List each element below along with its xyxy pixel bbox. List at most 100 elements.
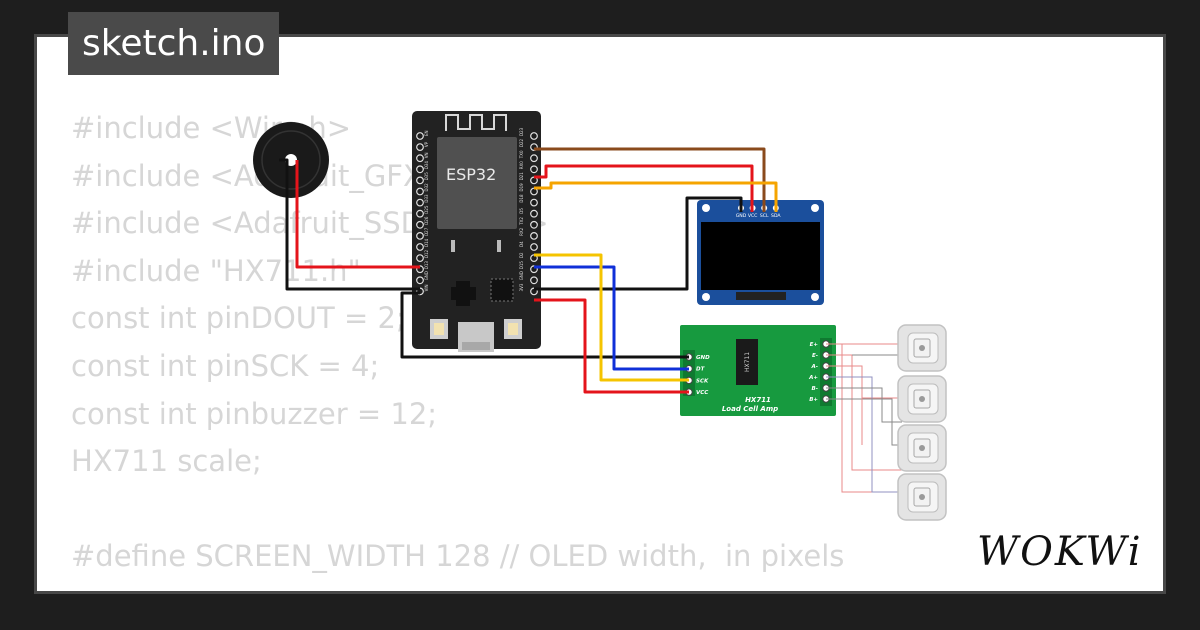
hx711-pin-label: A-	[810, 364, 818, 370]
hx711-pin-label: GND	[696, 355, 710, 361]
oled-pin-label: SDA	[771, 213, 781, 219]
esp32-pin-label: VP	[424, 141, 429, 147]
esp32-board[interactable]: ESP32 ENVPVND34D35D32D33D25D26D27D14D12D…	[412, 111, 541, 352]
code-line: #define SCREEN_HEIGHT 64 // OLED height,…	[71, 581, 844, 591]
esp32-pin-label: EN	[424, 130, 429, 136]
esp32-pin-label: D25	[424, 205, 429, 214]
esp32-pin-label: D14	[424, 238, 429, 247]
esp32-pin[interactable]	[530, 165, 538, 174]
load-cell[interactable]	[897, 324, 947, 372]
esp32-pin-label: D21	[519, 172, 524, 181]
load-cell[interactable]	[897, 424, 947, 472]
wires	[279, 147, 778, 394]
esp32-pin-label: D23	[519, 127, 524, 136]
wire-oled-sda	[534, 181, 778, 212]
esp32-pin[interactable]	[530, 209, 538, 218]
buzzer[interactable]	[253, 122, 329, 198]
esp32-pin[interactable]	[416, 165, 424, 174]
esp32-pin[interactable]	[530, 154, 538, 163]
hx711-left-header	[683, 350, 695, 396]
esp32-pin[interactable]	[530, 231, 538, 240]
code-line: #define SCREEN_WIDTH 128 // OLED width, …	[71, 539, 845, 574]
code-line: #include "HX711.h"	[71, 253, 361, 288]
preview-card: #include <Wire.h>#include <Adafruit_GFX.…	[34, 34, 1166, 594]
esp32-pin[interactable]	[416, 176, 424, 185]
esp32-pin[interactable]	[416, 220, 424, 229]
esp32-pin-label: D15	[519, 261, 524, 270]
esp32-pin-label: TX2	[519, 217, 524, 226]
hx711-board[interactable]: HX711 HX711 Load Cell Amp GND DT SCK VCC E+…	[680, 325, 836, 416]
hx711-pin-label: B+	[809, 397, 818, 403]
hx711-board-sublabel: Load Cell Amp	[722, 405, 778, 413]
wire-hx-gnd	[400, 291, 689, 359]
esp32-pin-label: D35	[424, 172, 429, 181]
code-line: const int pinbuzzer = 12;	[71, 396, 438, 431]
hx711-board-label: HX711	[745, 396, 771, 404]
hx711-pin-label: VCC	[696, 390, 708, 396]
esp32-pin[interactable]	[416, 187, 424, 196]
esp32-pin[interactable]	[530, 243, 538, 251]
load-cell[interactable]	[897, 375, 947, 423]
oled-pin-label: GND	[736, 213, 747, 219]
esp32-pin-label: VN	[424, 152, 429, 158]
esp32-pin-label: D13	[424, 261, 429, 270]
wire-hx-sck	[534, 253, 689, 382]
esp32-pin-label: D22	[519, 138, 524, 147]
wire-hx-vcc	[534, 298, 689, 394]
esp32-pin[interactable]	[530, 198, 538, 207]
esp32-pin[interactable]	[530, 220, 538, 229]
esp32-pin-label: D32	[424, 183, 429, 192]
wire-oled-gnd	[534, 196, 743, 291]
esp32-pin[interactable]	[530, 276, 538, 285]
hx711-pin-label: SCK	[696, 378, 709, 384]
hx711-pin-label: E+	[810, 342, 819, 348]
code-line: const int pinDOUT = 2;	[71, 301, 406, 336]
file-tab[interactable]: sketch.ino	[68, 12, 280, 75]
esp32-pin-label: GND	[519, 271, 524, 280]
esp32-pin[interactable]	[530, 132, 538, 140]
hx711-pin-label: E-	[812, 353, 818, 359]
wire-oled-vcc	[534, 164, 754, 212]
hx711-pin-label: B-	[812, 386, 818, 392]
hx711-pin-label: A+	[808, 375, 818, 381]
esp32-pin[interactable]	[416, 231, 424, 240]
esp32-pin[interactable]	[416, 198, 424, 207]
load-cell-leads	[826, 343, 902, 493]
wire-buzzer-signal	[295, 160, 420, 269]
esp32-pin-label: D12	[424, 249, 429, 258]
oled-pin-label: VCC	[748, 213, 758, 219]
oled-pin-label: SCL	[760, 213, 769, 219]
esp32-pin[interactable]	[416, 276, 424, 285]
wire-buzzer-gnd	[279, 158, 420, 291]
esp32-pin-label: TX0	[519, 150, 524, 159]
esp32-pin[interactable]	[416, 243, 424, 251]
esp32-pin-label: D34	[424, 161, 429, 170]
esp32-pin-label: D2	[519, 252, 524, 258]
wokwi-logo: WOKWi	[977, 529, 1143, 575]
esp32-pin-label: RX0	[519, 161, 524, 170]
hx711-chip-label: HX711	[744, 352, 751, 372]
code-line: HX711 scale;	[71, 444, 262, 479]
esp32-pin[interactable]	[416, 154, 424, 163]
code-line: const int pinSCK = 4;	[71, 348, 380, 383]
wire-oled-scl	[534, 147, 766, 212]
esp32-pin[interactable]	[416, 254, 424, 263]
esp32-pin-label: D19	[519, 183, 524, 192]
esp32-pin-label: D4	[519, 241, 524, 247]
esp32-pin[interactable]	[416, 209, 424, 218]
esp32-pin[interactable]	[416, 132, 424, 140]
hx711-pin-label: DT	[696, 367, 706, 373]
esp32-pin-label: RX2	[519, 227, 524, 236]
load-cell[interactable]	[897, 473, 947, 521]
esp32-pin-label: D27	[424, 227, 429, 236]
esp32-pin-label: D33	[424, 194, 429, 203]
wokwi-logo-text: WOKWi	[977, 529, 1143, 575]
esp32-pin-label: D26	[424, 216, 429, 225]
esp32-pin-label: 3V3	[519, 283, 524, 291]
esp32-pin-label: D5	[519, 208, 524, 214]
wire-hx-dt	[534, 265, 689, 371]
esp32-pin[interactable]	[416, 143, 424, 152]
esp32-pin-label: GND	[424, 271, 429, 280]
